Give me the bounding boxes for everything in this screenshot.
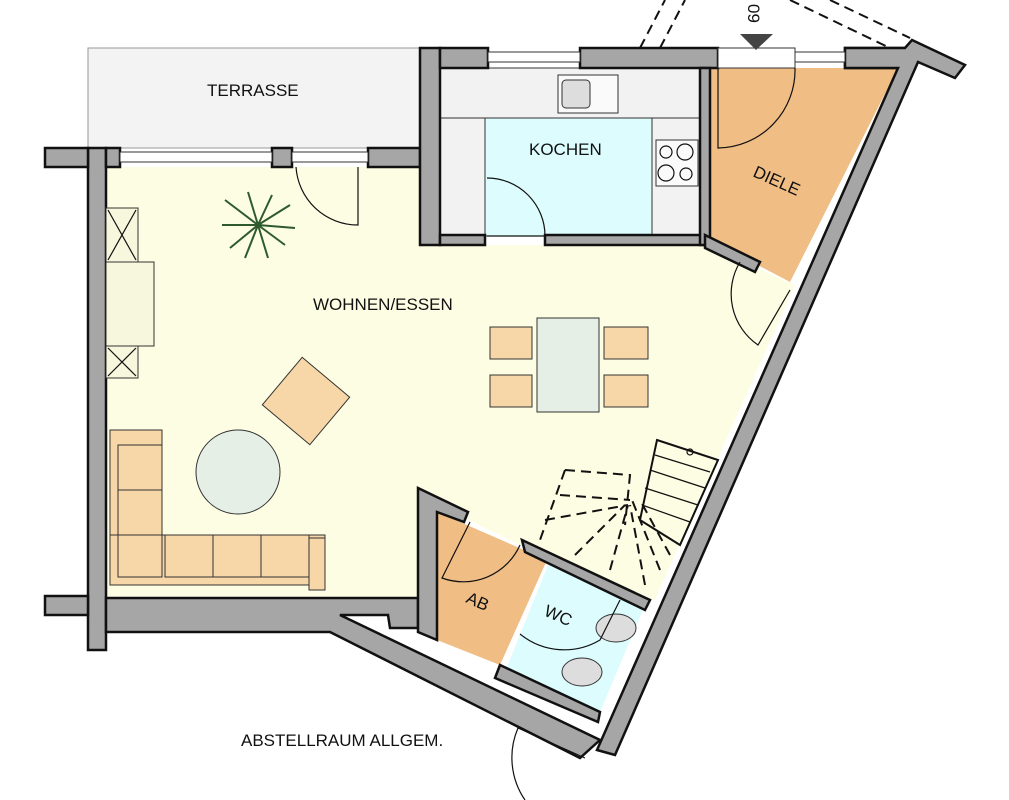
kitchen-island [484, 117, 653, 237]
door-swings [295, 67, 796, 800]
sink-icon [557, 74, 619, 114]
entrance-arrow-icon [740, 34, 773, 50]
living-label: WOHNEN/ESSEN [313, 295, 453, 314]
windows [119, 47, 846, 163]
stove-icon [655, 139, 699, 187]
toilet-icon [561, 657, 603, 687]
entrance-marker: 09 [744, 4, 763, 23]
outdoor-dashed-lines [639, 0, 911, 49]
terrace-label: TERRASSE [207, 81, 299, 100]
hall-area [710, 68, 898, 282]
kitchen-label: KOCHEN [529, 140, 602, 159]
sideboard [105, 207, 155, 379]
toilet-area [505, 565, 645, 712]
kitchen-counter-left [439, 117, 486, 237]
terrace-area [87, 47, 421, 149]
corner-sofa [109, 429, 326, 591]
washbasin-icon [595, 613, 637, 643]
staircase [539, 438, 720, 586]
living-area [106, 167, 795, 600]
common-storage-label: ABSTELLRAUM ALLGEM. [241, 731, 443, 750]
plant-icon [222, 191, 296, 259]
coffee-table [195, 429, 281, 515]
storage-area [437, 512, 547, 665]
dining-table [489, 317, 649, 413]
armchair [261, 356, 351, 446]
